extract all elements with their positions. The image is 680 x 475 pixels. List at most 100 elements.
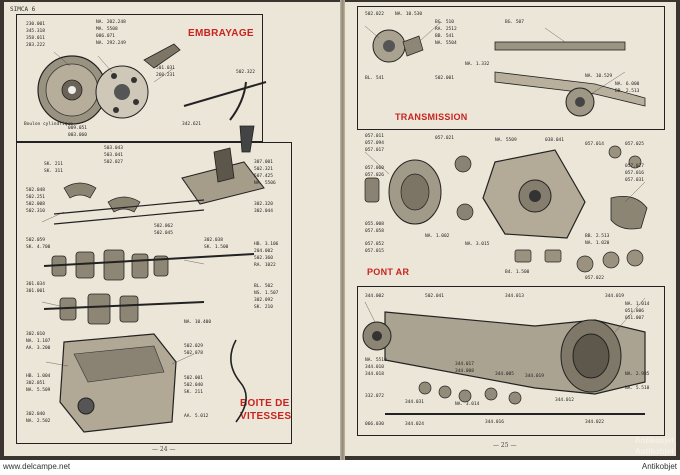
embrayage-title: EMBRAYAGE — [188, 28, 254, 39]
part-number: BB. 541 — [435, 34, 454, 39]
boite-title-line1: BOITE DE — [240, 398, 290, 409]
part-number: 057.016 — [625, 171, 644, 176]
part-number: 051.006 — [625, 309, 644, 314]
part-number: 009.051 — [68, 126, 87, 131]
part-number: 502.321 — [254, 167, 273, 172]
left-parts-illustration — [37, 43, 267, 433]
part-number: 057.017 — [365, 148, 384, 153]
part-number: SK. 311 — [44, 169, 63, 174]
part-number: 507.425 — [254, 174, 273, 179]
watermark-lower: Antikobjet — [634, 447, 674, 456]
part-number: 066.030 — [365, 422, 384, 427]
part-number: 057.014 — [585, 142, 604, 147]
part-number: 502.041 — [425, 294, 444, 299]
part-number: 502.062 — [154, 224, 173, 229]
part-number: 057.011 — [365, 134, 384, 139]
part-number: NA. 5506 — [254, 181, 276, 186]
boite-title-line2: VITESSES — [240, 411, 292, 422]
footer-right-watermark: Antikobjet — [641, 462, 677, 471]
part-number: 344.031 — [405, 400, 424, 405]
part-number: NA. 6.000 — [615, 82, 640, 87]
part-number: 230.001 — [26, 22, 45, 27]
footer-left-watermark: www.delcampe.net — [3, 462, 71, 471]
part-number: 301.001 — [26, 289, 45, 294]
part-number: 332.072 — [365, 394, 384, 399]
part-number: 502.040 — [184, 383, 203, 388]
part-number: RA. 2512 — [435, 27, 457, 32]
part-number: 345.318 — [26, 29, 45, 34]
part-number: 502.078 — [184, 351, 203, 356]
part-number: 302.040 — [26, 412, 45, 417]
part-number: NA. 3.014 — [455, 402, 480, 407]
page-header-label: SIMCA 6 — [10, 6, 36, 13]
part-number: BB. 2.513 — [585, 234, 610, 239]
part-number: 502.027 — [104, 160, 123, 165]
catalog-spread: SIMCA 6 EMBRAYAGE BOITE DE VITESSES — [4, 0, 676, 460]
part-number: 344.019 — [525, 374, 544, 379]
part-number: 307.001 — [254, 160, 273, 165]
part-number: 301.034 — [26, 282, 45, 287]
left-page: SIMCA 6 EMBRAYAGE BOITE DE VITESSES — [4, 2, 340, 456]
part-number: NA. 10.529 — [585, 74, 613, 79]
part-number: 342.621 — [182, 122, 201, 127]
part-number: NA. 2.502 — [26, 419, 51, 424]
part-number: 038.041 — [545, 138, 564, 143]
part-number: NA. 1.002 — [425, 234, 450, 239]
right-parts-illustration — [362, 21, 648, 415]
part-number: 057.052 — [365, 242, 384, 247]
part-number: 302.320 — [254, 202, 273, 207]
part-number: AA. 3.200 — [26, 346, 51, 351]
right-page: TRANSMISSION PONT AR — [345, 2, 676, 456]
part-number: NA. 5509 — [495, 138, 517, 143]
part-number: NA. 2.985 — [625, 372, 650, 377]
part-number: 086.071 — [96, 34, 115, 39]
part-number: NA. 1.332 — [465, 62, 490, 67]
part-number: 502.322 — [236, 70, 255, 75]
part-number: NA. 5510 — [365, 358, 387, 363]
part-number: 057.060 — [365, 166, 384, 171]
part-number: 502.059 — [26, 238, 45, 243]
part-number: NA. 10.400 — [184, 320, 212, 325]
page-number-right: — 25 — — [493, 442, 517, 449]
part-number: 344.019 — [605, 294, 624, 299]
part-number: 502.048 — [26, 188, 45, 193]
watermark-upper: Antikobjet — [634, 436, 674, 445]
part-number: 057.021 — [435, 136, 454, 141]
part-number: 057.094 — [365, 141, 384, 146]
part-number: RA. 1022 — [254, 263, 276, 268]
part-number: BB. 2.513 — [615, 89, 640, 94]
part-number: NA. 10.530 — [395, 12, 423, 17]
part-number: 057.026 — [365, 173, 384, 178]
part-number: 502.029 — [184, 344, 203, 349]
part-number: MA. 5508 — [96, 27, 118, 32]
part-number: 502.001 — [184, 376, 203, 381]
part-number: SK. 4.700 — [26, 245, 51, 250]
part-number: 344.013 — [505, 294, 524, 299]
part-number: 051.007 — [625, 316, 644, 321]
part-number: 344.002 — [365, 294, 384, 299]
part-number: NA. 292.249 — [96, 41, 126, 46]
part-number: 003.060 — [68, 133, 87, 138]
part-number: 502.008 — [26, 202, 45, 207]
page-number-left: — 24 — — [152, 446, 176, 453]
part-number: 057.031 — [625, 178, 644, 183]
pont-title: PONT AR — [367, 267, 410, 277]
part-number: 502.022 — [365, 12, 384, 17]
part-number: 057.027 — [625, 164, 644, 169]
part-number: 502.001 — [435, 76, 454, 81]
part-number: 302.044 — [254, 209, 273, 214]
embrayage-frame — [16, 14, 263, 142]
part-number: NA. 1.020 — [585, 241, 610, 246]
part-number: NA. 5.510 — [625, 386, 650, 391]
part-number: 057.015 — [365, 249, 384, 254]
part-number: HB. 1.004 — [26, 374, 51, 379]
part-number: 358.011 — [26, 36, 45, 41]
part-number: 344.010 — [365, 365, 384, 370]
part-number: 302.038 — [204, 238, 223, 243]
part-number: 057.058 — [365, 229, 384, 234]
part-number: HB. 3.106 — [254, 242, 279, 247]
part-number: 502.310 — [26, 209, 45, 214]
part-number: AA. 5.012 — [184, 414, 209, 419]
part-number: 502.251 — [26, 195, 45, 200]
part-number: 503.043 — [104, 146, 123, 151]
